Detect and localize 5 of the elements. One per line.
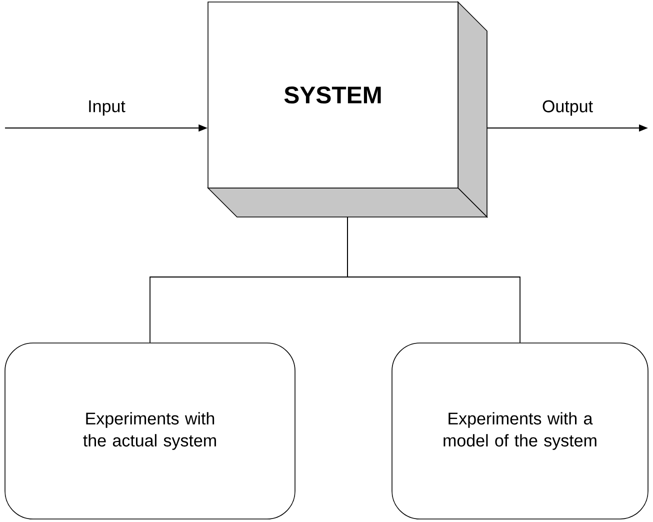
edge-label: Output — [542, 100, 593, 116]
rounded-box: Experiments with the actual system — [4, 342, 296, 520]
edge-label: Input — [89, 100, 126, 116]
rounded-box: Experiments with a model of the system — [392, 342, 648, 520]
connector-line — [347, 216, 520, 344]
